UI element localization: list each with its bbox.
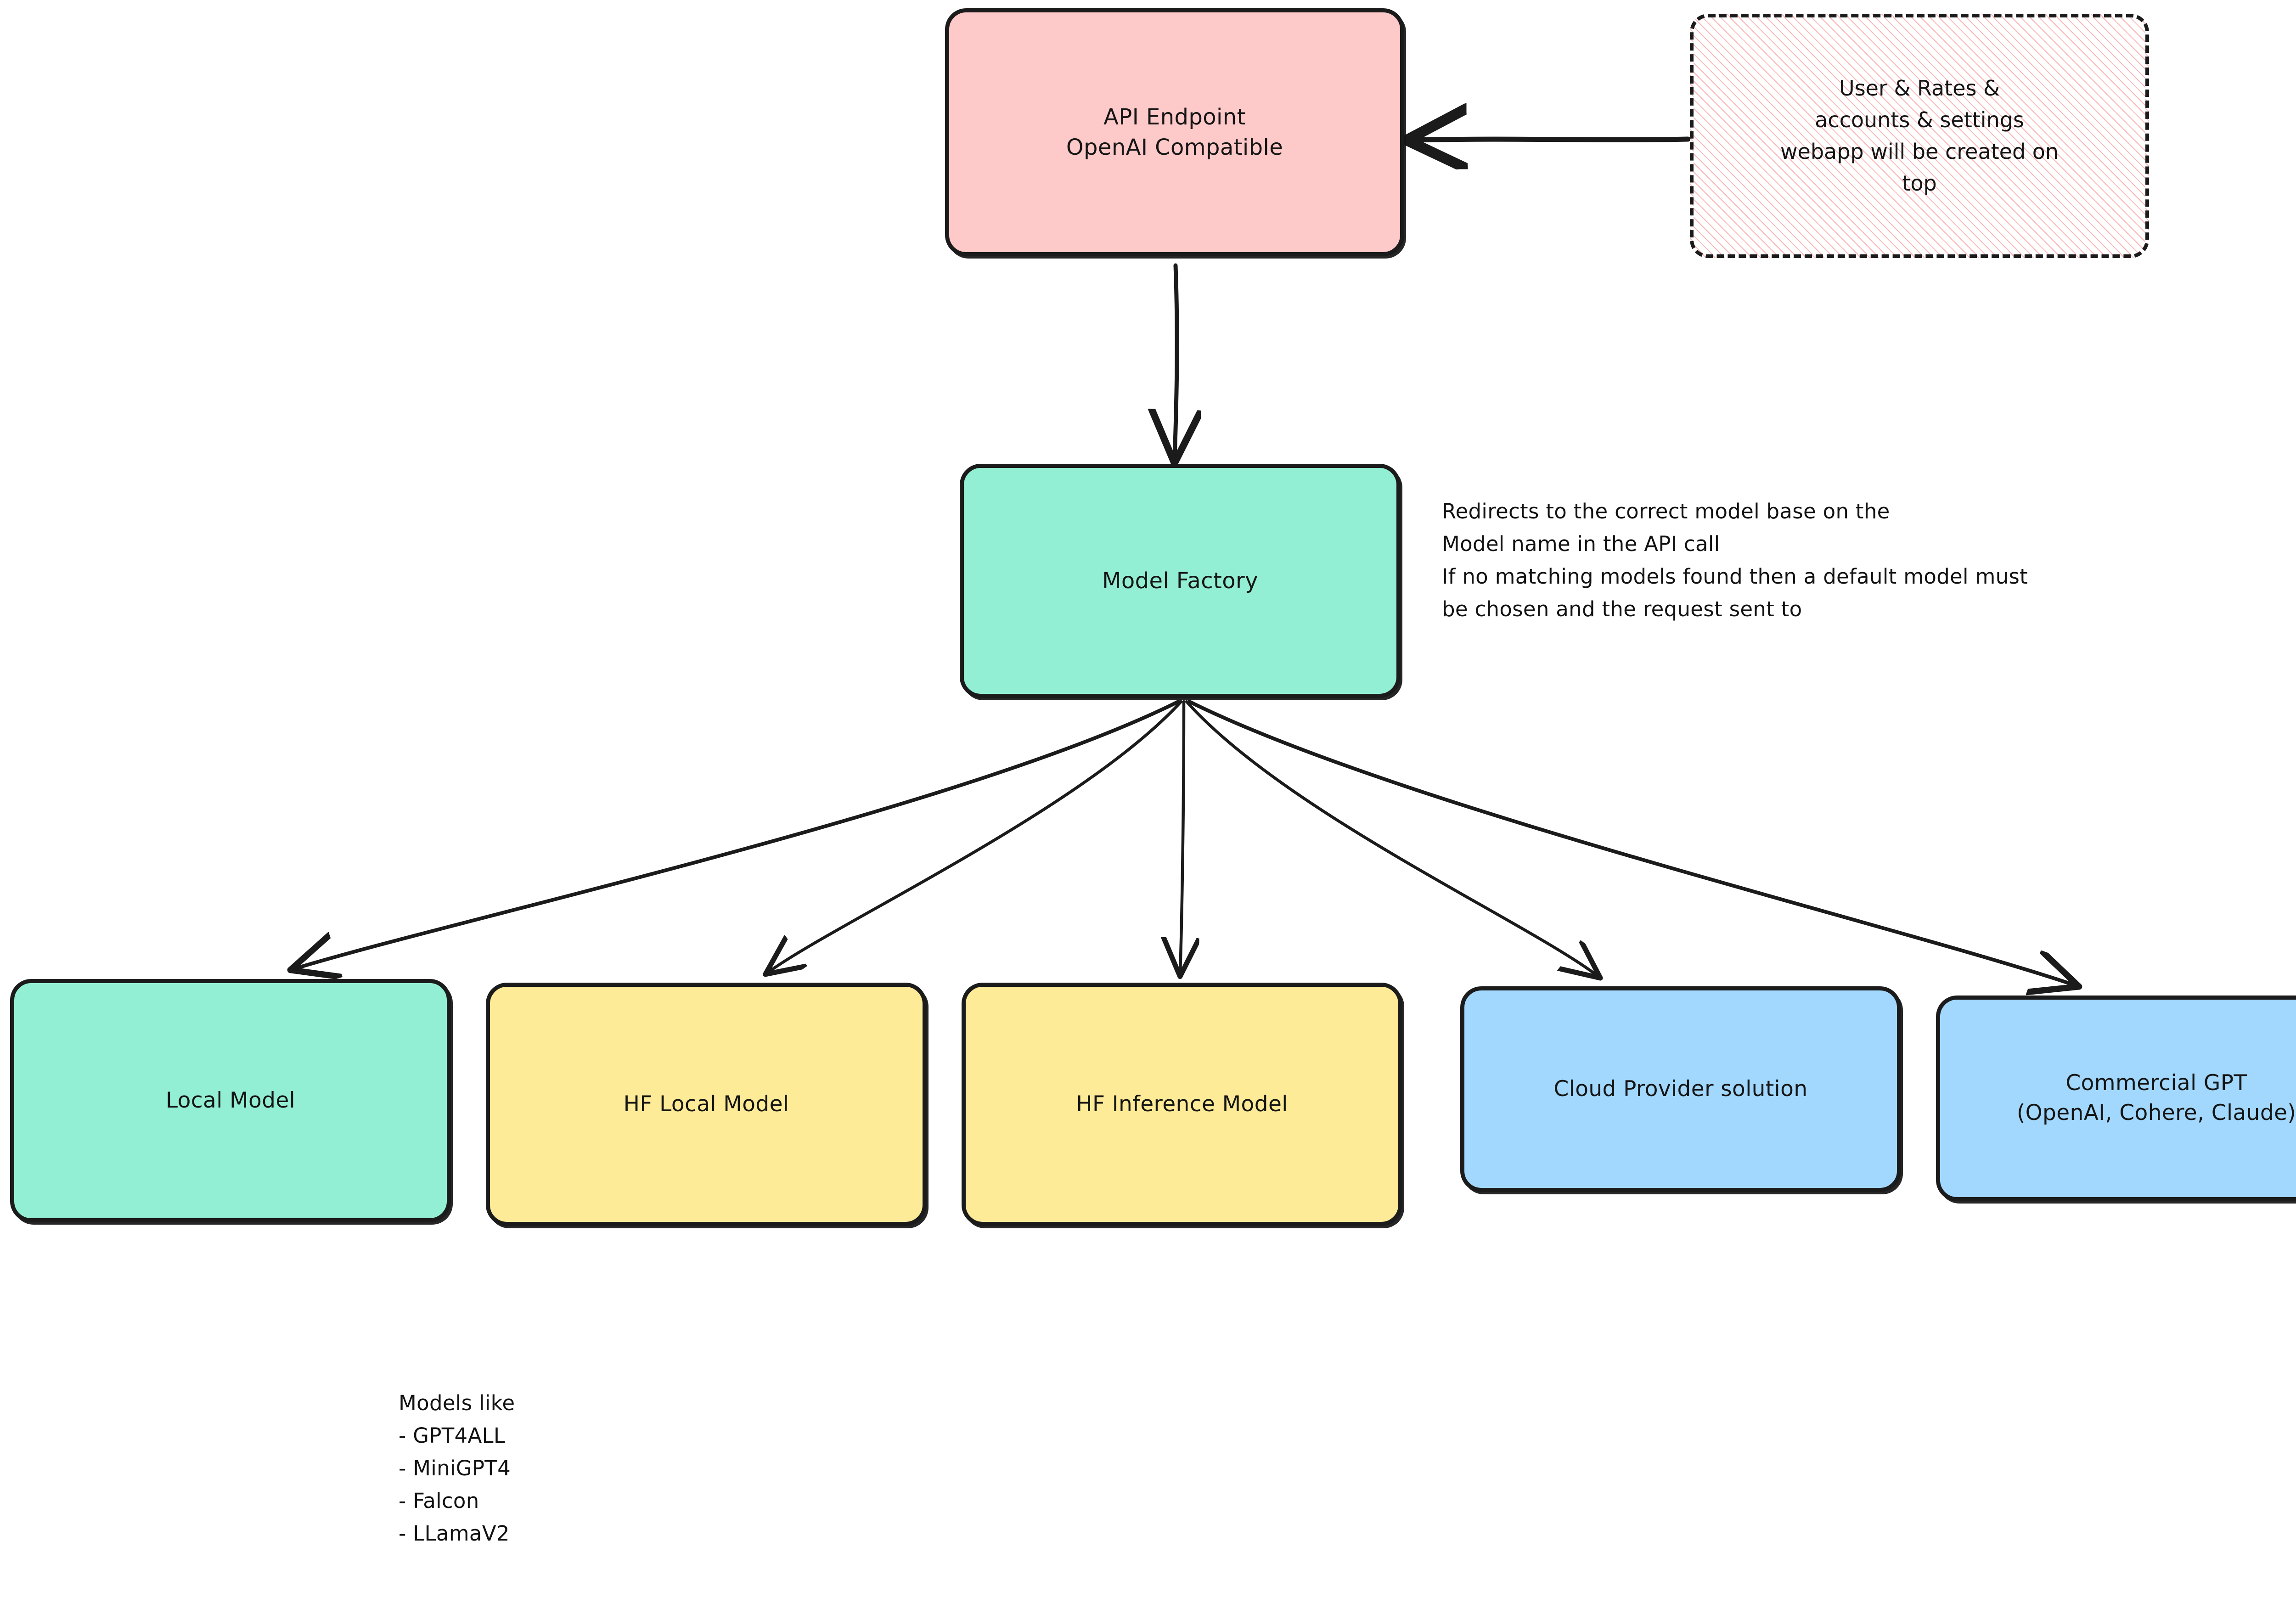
- edge-note-to-api-endpoint: [1412, 139, 1691, 140]
- edge-api-endpoint-to-model-factory: [1175, 263, 1177, 459]
- node-model-factory[interactable]: Model Factory: [960, 464, 1401, 698]
- node-cloud-provider-label: Cloud Provider solution: [1553, 1076, 1808, 1102]
- note-user-rates-accounts-settings[interactable]: User & Rates & accounts & settings webap…: [1690, 14, 2149, 258]
- node-model-factory-label: Model Factory: [1102, 568, 1258, 594]
- node-hf-local-model-label: HF Local Model: [623, 1091, 789, 1117]
- node-hf-inference-model[interactable]: HF Inference Model: [962, 983, 1402, 1226]
- edge-model-factory-to-commercial-gpt: [1187, 700, 2076, 985]
- node-commercial-gpt-label: Commercial GPT (OpenAI, Cohere, Claude): [2016, 1070, 2296, 1125]
- node-api-endpoint-label: API Endpoint OpenAI Compatible: [1066, 104, 1283, 160]
- annotation-models-like: Models like - GPT4ALL - MiniGPT4 - Falco…: [399, 1391, 515, 1546]
- edge-model-factory-to-local-model: [294, 700, 1180, 969]
- node-local-model[interactable]: Local Model: [10, 979, 451, 1222]
- edge-model-factory-to-hf-inference-model: [1180, 700, 1184, 973]
- edge-model-factory-to-cloud-provider: [1185, 700, 1598, 976]
- note-user-rates-label: User & Rates & accounts & settings webap…: [1780, 76, 2059, 196]
- node-hf-inference-model-label: HF Inference Model: [1076, 1091, 1288, 1117]
- node-commercial-gpt[interactable]: Commercial GPT (OpenAI, Cohere, Claude): [1936, 996, 2296, 1201]
- node-hf-local-model[interactable]: HF Local Model: [486, 983, 927, 1226]
- node-local-model-label: Local Model: [165, 1087, 296, 1113]
- annotation-model-factory-description: Redirects to the correct model base on t…: [1442, 499, 2028, 622]
- edge-model-factory-to-hf-local-model: [768, 700, 1183, 973]
- node-cloud-provider-solution[interactable]: Cloud Provider solution: [1460, 986, 1901, 1192]
- node-api-endpoint[interactable]: API Endpoint OpenAI Compatible: [945, 8, 1404, 256]
